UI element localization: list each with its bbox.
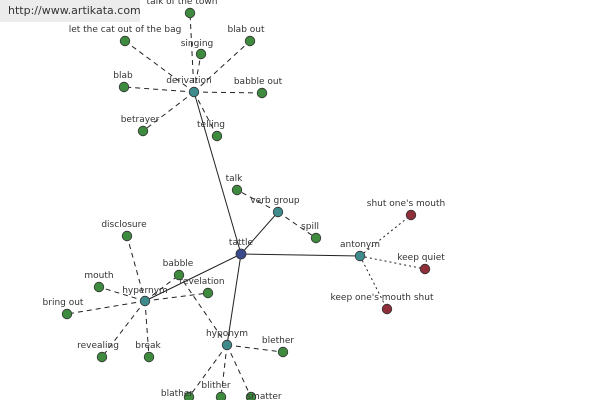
- node-smatter[interactable]: [245, 391, 257, 400]
- node-talk-of-the-town[interactable]: [184, 7, 196, 19]
- edge-derivation-betrayer: [142, 91, 195, 132]
- edge-derivation-blab: [123, 86, 195, 93]
- node-label-talk[interactable]: talk: [226, 174, 244, 184]
- node-blab[interactable]: [118, 81, 130, 93]
- node-let-the-cat-out-of-the-bag[interactable]: [119, 35, 131, 47]
- edge-tattle-antonym: [240, 253, 361, 257]
- edge-tattle-hyponym: [226, 253, 242, 346]
- node-blab-out[interactable]: [244, 35, 256, 47]
- node-label-keep-quiet[interactable]: keep quiet: [397, 253, 445, 263]
- edge-hyponym-blether: [226, 344, 284, 353]
- node-hypernym[interactable]: [139, 295, 151, 307]
- node-antonym[interactable]: [354, 250, 366, 262]
- edge-hypernym-revelation: [144, 292, 209, 302]
- node-label-betrayer[interactable]: betrayer: [121, 115, 160, 125]
- node-label-break[interactable]: break: [135, 341, 161, 351]
- edge-hypernym-break: [144, 300, 150, 358]
- edge-hypernym-babble: [144, 274, 180, 302]
- node-telling[interactable]: [211, 130, 223, 142]
- node-label-shut-ones-mouth[interactable]: shut one's mouth: [367, 199, 445, 209]
- node-label-blab-out[interactable]: blab out: [227, 25, 265, 35]
- node-hyponym[interactable]: [221, 339, 233, 351]
- edge-hyponym-smatter: [226, 344, 252, 398]
- node-label-antonym[interactable]: antonym: [340, 240, 380, 250]
- edge-hyponym-blather: [188, 344, 228, 398]
- node-singing[interactable]: [195, 48, 207, 60]
- node-tattle[interactable]: [235, 248, 247, 260]
- graph-nodes: [61, 7, 431, 400]
- edge-antonym-keep-quiet: [359, 255, 426, 270]
- node-label-babble-out[interactable]: babble out: [234, 77, 283, 87]
- node-label-revelation[interactable]: revelation: [179, 277, 224, 287]
- node-label-let-the-cat-out-of-the-bag[interactable]: let the cat out of the bag: [69, 25, 182, 35]
- graph-labels: tattle derivation verb group antonym hyperny…: [43, 0, 446, 400]
- node-disclosure[interactable]: [121, 230, 133, 242]
- node-keep-quiet[interactable]: [419, 263, 431, 275]
- edge-derivation-blab-out: [193, 40, 251, 93]
- node-break[interactable]: [143, 351, 155, 363]
- watermark-url: http://www.artikata.com: [0, 0, 141, 22]
- node-talk[interactable]: [231, 184, 243, 196]
- graph-edges: [66, 12, 426, 398]
- node-label-blither[interactable]: blither: [201, 381, 230, 391]
- edge-tattle-verb-group: [240, 211, 279, 255]
- edge-derivation-babble-out: [193, 91, 263, 94]
- node-label-spill[interactable]: spill: [301, 222, 319, 232]
- node-label-smatter[interactable]: smatter: [246, 392, 282, 400]
- node-blether[interactable]: [277, 346, 289, 358]
- edge-derivation-singing: [193, 53, 202, 93]
- edge-verb-group-spill: [277, 211, 317, 239]
- node-label-blather[interactable]: blather: [161, 389, 193, 399]
- node-label-revealing[interactable]: revealing: [77, 341, 119, 351]
- node-shut-ones-mouth[interactable]: [405, 209, 417, 221]
- edge-hypernym-mouth: [98, 286, 146, 302]
- node-mouth[interactable]: [93, 281, 105, 293]
- node-babble[interactable]: [173, 269, 185, 281]
- node-label-derivation[interactable]: derivation: [166, 76, 212, 86]
- node-label-hypernym[interactable]: hypernym: [122, 286, 168, 296]
- node-revealing[interactable]: [96, 351, 108, 363]
- node-babble-out[interactable]: [256, 87, 268, 99]
- node-blither[interactable]: [215, 391, 227, 400]
- node-label-verb-group[interactable]: verb group: [250, 196, 300, 206]
- node-label-mouth[interactable]: mouth: [84, 271, 113, 281]
- node-verb-group[interactable]: [272, 206, 284, 218]
- edge-tattle-hypernym: [144, 253, 242, 302]
- node-label-telling[interactable]: telling: [197, 120, 225, 130]
- node-spill[interactable]: [310, 232, 322, 244]
- node-label-talk-of-the-town[interactable]: talk of the town: [147, 0, 218, 7]
- node-label-disclosure[interactable]: disclosure: [101, 220, 147, 230]
- edge-hypernym-revealing: [101, 300, 146, 358]
- node-betrayer[interactable]: [137, 125, 149, 137]
- edge-derivation-talk-of-the-town: [189, 12, 195, 93]
- node-label-hyponym[interactable]: hyponym: [206, 329, 248, 339]
- node-label-babble[interactable]: babble: [163, 259, 194, 269]
- node-label-keep-ones-mouth-shut[interactable]: keep one's mouth shut: [330, 293, 433, 303]
- node-label-bring-out[interactable]: bring out: [43, 298, 84, 308]
- node-keep-ones-mouth-shut[interactable]: [381, 303, 393, 315]
- node-label-singing[interactable]: singing: [181, 39, 214, 49]
- node-label-blether[interactable]: blether: [262, 336, 295, 346]
- node-derivation[interactable]: [188, 86, 200, 98]
- edge-antonym-shut-ones-mouth: [359, 214, 412, 257]
- node-label-blab[interactable]: blab: [113, 71, 133, 81]
- node-label-tattle[interactable]: tattle: [229, 238, 254, 248]
- edge-hypernym-disclosure: [126, 235, 146, 302]
- edge-tattle-derivation: [193, 91, 242, 255]
- node-bring-out[interactable]: [61, 308, 73, 320]
- node-revelation[interactable]: [202, 287, 214, 299]
- node-blather[interactable]: [183, 391, 195, 400]
- edge-verb-group-talk: [236, 189, 279, 213]
- edge-hypernym-bring-out: [66, 300, 146, 315]
